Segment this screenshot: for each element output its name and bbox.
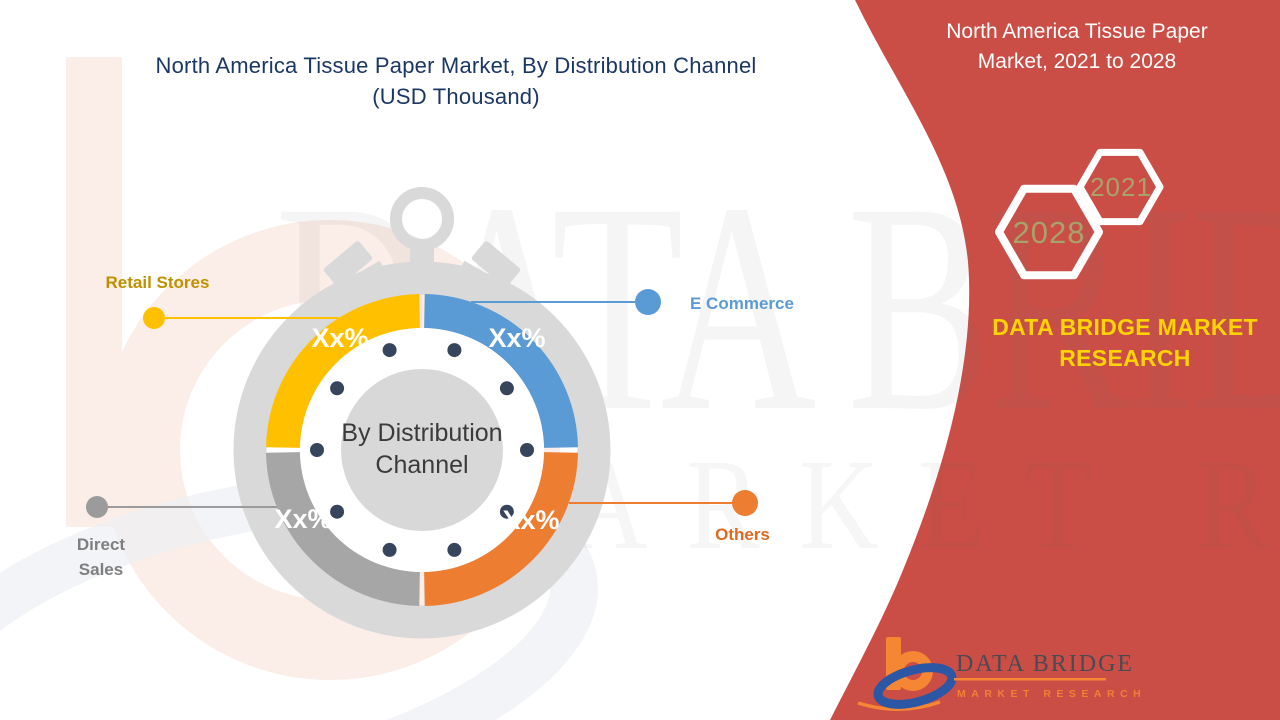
panel-heading: North America Tissue Paper Market, 2021 …: [912, 17, 1242, 77]
dial-dot: [499, 504, 514, 519]
hexagon-2028-year: 2028: [1013, 215, 1086, 250]
dial-dot: [382, 542, 397, 557]
others-share-label: Xx%: [502, 505, 559, 535]
brand-heading-line2: RESEARCH: [1059, 345, 1191, 371]
retail-stores-label: Retail Stores: [105, 273, 210, 292]
direct-share-label: Xx%: [274, 504, 331, 534]
dial-dot: [520, 443, 534, 457]
logo-underline: [954, 678, 1106, 681]
panel-heading-line2: Market, 2021 to 2028: [977, 50, 1177, 73]
callout-leaders: [86, 289, 758, 518]
hexagon-2021-year: 2021: [1090, 172, 1152, 202]
stopwatch-crown-ring: [390, 187, 454, 251]
chart-title-line1: North America Tissue Paper Market, By Di…: [155, 53, 757, 78]
company-logo: DATA BRIDGE MARKET RESEARCH: [857, 637, 1146, 711]
brand-heading-line1: DATA BRIDGE MARKET: [992, 314, 1258, 340]
retail-leader-dot: [143, 307, 165, 329]
stopwatch-right-button: [471, 241, 521, 287]
year-hexagons: 2021 2028: [995, 148, 1164, 280]
dial-dot: [330, 504, 345, 519]
hexagon-2028: [995, 184, 1103, 280]
logo-d-swoosh: [873, 663, 957, 709]
segment-direct-sales: [266, 451, 421, 606]
direct-sales-label: Direct Sales: [76, 535, 126, 579]
stopwatch-left-button: [323, 241, 373, 287]
segment-ecommerce: [423, 294, 578, 449]
stopwatch-body: [233, 187, 611, 639]
ecommerce-share-label: Xx%: [488, 323, 545, 353]
dial-center-label-line1: By Distribution: [341, 419, 502, 447]
dial-center-label-line2: Channel: [375, 451, 468, 479]
chart-title: North America Tissue Paper Market, By Di…: [96, 50, 816, 112]
logo-tagline-text: MARKET RESEARCH: [957, 688, 1146, 700]
dial-dot: [447, 542, 462, 557]
hexagon-2021: [1076, 148, 1164, 226]
dial-dot: [330, 381, 345, 396]
red-side-panel: [830, 0, 1280, 720]
logo-name-text: DATA BRIDGE: [956, 651, 1134, 677]
dial-dot: [499, 381, 514, 396]
segment-others: [423, 451, 578, 606]
dial-dot: [447, 343, 462, 358]
direct-leader-dot: [86, 496, 108, 518]
chart-title-line2: (USD Thousand): [372, 84, 540, 109]
panel-heading-line1: North America Tissue Paper: [946, 20, 1208, 43]
dial-dots: [310, 343, 534, 557]
stopwatch-outer-ring: [233, 261, 611, 639]
segment-retail-stores: [266, 294, 421, 449]
brand-heading: DATA BRIDGE MARKET RESEARCH: [980, 312, 1270, 374]
dial-dot: [310, 443, 324, 457]
logo-orange-swoosh: [857, 700, 941, 711]
dial-face: [341, 369, 503, 531]
dial-dot: [382, 343, 397, 358]
swoosh-watermark: [0, 472, 599, 720]
retail-share-label: Xx%: [311, 323, 368, 353]
donut-segments: [266, 294, 578, 606]
others-leader-dot: [732, 490, 758, 516]
e-commerce-label: E Commerce: [690, 294, 794, 313]
others-label: Others: [715, 525, 770, 544]
ecommerce-leader-dot: [635, 289, 661, 315]
